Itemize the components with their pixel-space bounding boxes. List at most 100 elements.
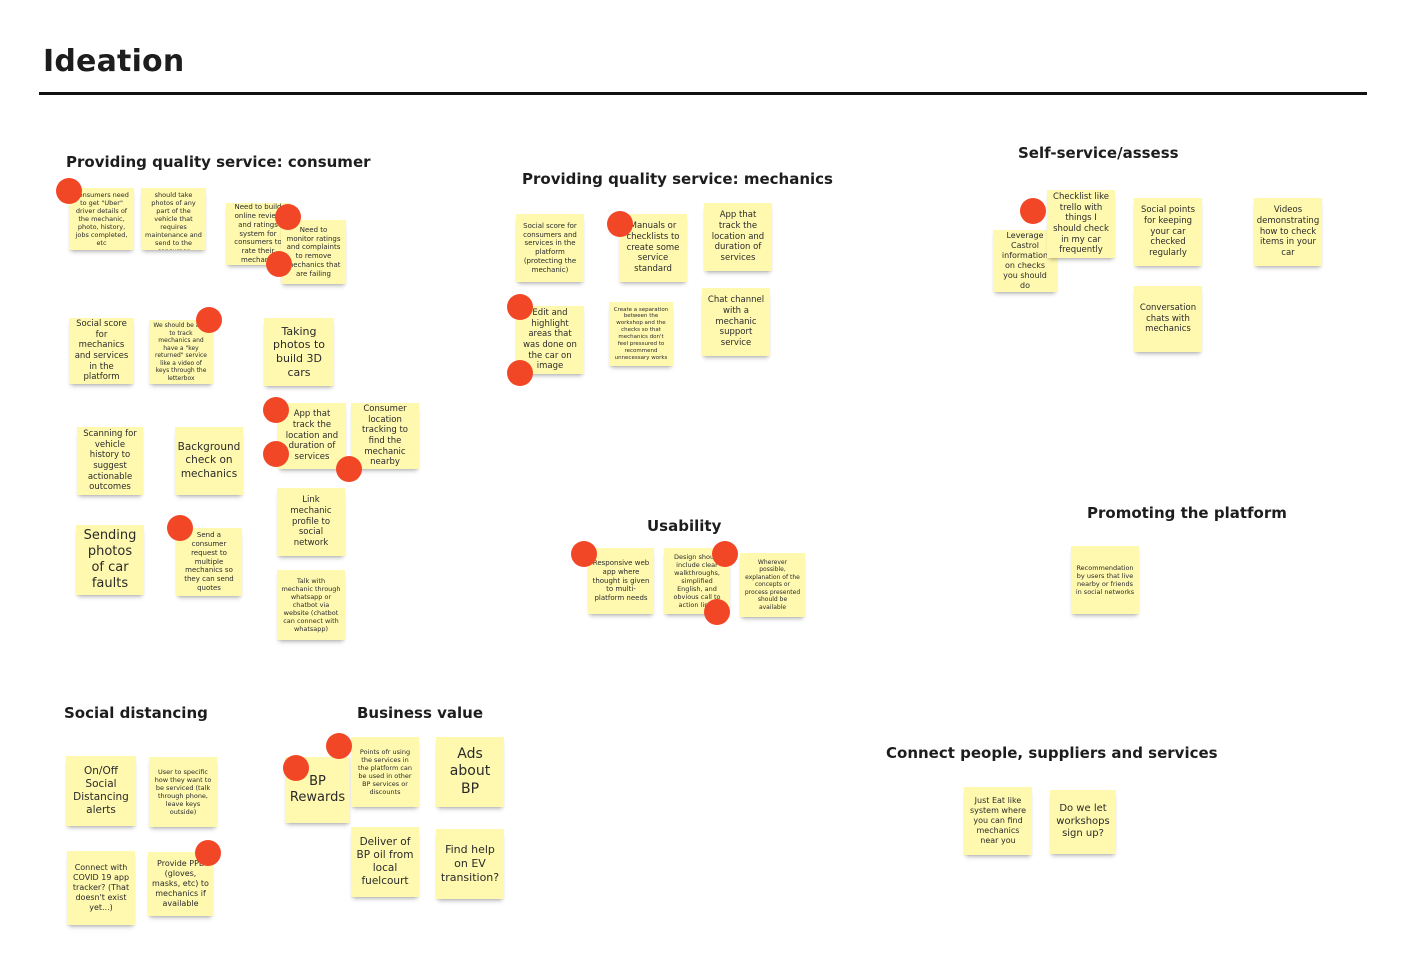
sticky-note[interactable]: Create a separation between the workshop…: [609, 302, 673, 366]
sticky-note[interactable]: Talk with mechanic through whatsapp or c…: [277, 570, 345, 640]
sticky-note-text: BP Rewards: [289, 773, 346, 805]
sticky-note-text: Deliver of BP oil from local fuelcourt: [356, 835, 414, 888]
vote-dot[interactable]: [266, 251, 292, 277]
sticky-note-text: Talk with mechanic through whatsapp or c…: [281, 576, 341, 634]
vote-dot[interactable]: [571, 541, 597, 567]
heading-business-value[interactable]: Business value: [357, 704, 484, 722]
sticky-note[interactable]: Send a consumer request to multiple mech…: [176, 528, 242, 596]
heading-quality-consumer[interactable]: Providing quality service: consumer: [66, 153, 371, 171]
heading-social-distancing[interactable]: Social distancing: [64, 704, 208, 722]
sticky-note-text: Manuals or checklists to create some ser…: [626, 221, 680, 274]
sticky-note-text: Background check on mechanics: [177, 441, 241, 480]
sticky-note-text: Provide PPE (gloves, masks, etc) to mech…: [152, 859, 209, 908]
sticky-note[interactable]: Leverage Castrol information on checks y…: [993, 230, 1057, 292]
sticky-note-text: Need to monitor ratings and complaints t…: [286, 225, 341, 278]
sticky-note-text: Link mechanic profile to social network: [290, 495, 332, 548]
sticky-note-text: Wherever possible, explanation of the co…: [744, 558, 801, 611]
sticky-note-text: Design should include clear walkthroughs…: [673, 552, 721, 610]
sticky-note-text: Need to build online review and ratings …: [234, 203, 282, 264]
sticky-note-text: Responsive web app where thought is give…: [592, 559, 650, 603]
sticky-note[interactable]: Social score for mechanics and services …: [69, 318, 134, 384]
sticky-note[interactable]: Wherever possible, explanation of the co…: [740, 553, 805, 617]
sticky-note[interactable]: App that track the location and duration…: [704, 203, 772, 271]
sticky-note-text: Chat channel with a mechanic support ser…: [707, 295, 765, 348]
sticky-note[interactable]: Conversation chats with mechanics: [1134, 286, 1202, 352]
sticky-note-text: Consumer location tracking to find the m…: [361, 404, 408, 468]
heading-self-service[interactable]: Self-service/assess: [1018, 144, 1179, 162]
sticky-note-text: Mechanics should take photos of any part…: [145, 188, 202, 250]
sticky-note-text: User to specific how they want to be ser…: [154, 767, 212, 817]
sticky-note[interactable]: Social points for keeping your car check…: [1134, 198, 1202, 266]
vote-dot[interactable]: [275, 204, 301, 230]
sticky-note[interactable]: Social score for consumers and services …: [516, 214, 584, 282]
vote-dot[interactable]: [704, 599, 730, 625]
sticky-note-text: Send a consumer request to multiple mech…: [184, 531, 234, 592]
heading-usability[interactable]: Usability: [647, 517, 722, 535]
vote-dot[interactable]: [607, 211, 633, 237]
sticky-note-text: Edit and highlight areas that was done o…: [523, 308, 577, 372]
sticky-note-text: Connect with COVID 19 app tracker? (That…: [72, 863, 130, 912]
sticky-note[interactable]: Ads about BP: [436, 737, 504, 807]
sticky-note[interactable]: Responsive web app where thought is give…: [588, 548, 654, 614]
sticky-note[interactable]: Taking photos to build 3D cars: [264, 318, 334, 386]
sticky-note[interactable]: Points ofr using the services in the pla…: [351, 737, 419, 807]
sticky-note-text: Create a separation between the workshop…: [613, 306, 669, 361]
sticky-note-text: Social points for keeping your car check…: [1140, 205, 1195, 258]
sticky-note-text: Recommendation by users that live nearby…: [1075, 563, 1135, 597]
vote-dot[interactable]: [1020, 198, 1046, 224]
sticky-note[interactable]: App that track the location and duration…: [278, 403, 346, 469]
vote-dot[interactable]: [263, 397, 289, 423]
heading-promoting[interactable]: Promoting the platform: [1087, 504, 1287, 522]
sticky-note-text: Sending photos of car faults: [83, 527, 137, 592]
vote-dot[interactable]: [507, 360, 533, 386]
sticky-note[interactable]: Just Eat like system where you can find …: [964, 787, 1032, 855]
sticky-note[interactable]: Find help on EV transition?: [436, 829, 504, 899]
vote-dot[interactable]: [167, 515, 193, 541]
sticky-note[interactable]: Chat channel with a mechanic support ser…: [702, 288, 770, 356]
sticky-note[interactable]: Videos demonstrating how to check items …: [1254, 198, 1322, 266]
heading-connect-people[interactable]: Connect people, suppliers and services: [886, 744, 1218, 762]
vote-dot[interactable]: [196, 307, 222, 333]
sticky-note[interactable]: Do we let workshops sign up?: [1050, 790, 1116, 854]
vote-dot[interactable]: [507, 294, 533, 320]
sticky-note[interactable]: Link mechanic profile to social network: [277, 488, 345, 556]
sticky-note[interactable]: User to specific how they want to be ser…: [149, 757, 217, 827]
sticky-note[interactable]: Consumers need to get "Uber" driver deta…: [69, 188, 134, 250]
board-title: Ideation: [43, 44, 185, 79]
sticky-note[interactable]: Need to monitor ratings and complaints t…: [281, 220, 346, 284]
vote-dot[interactable]: [195, 840, 221, 866]
sticky-note-text: App that track the location and duration…: [711, 210, 765, 263]
title-divider: [39, 92, 1367, 95]
vote-dot[interactable]: [283, 755, 309, 781]
vote-dot[interactable]: [56, 178, 82, 204]
sticky-note[interactable]: Scanning for vehicle history to suggest …: [77, 427, 143, 495]
sticky-note-text: Find help on EV transition?: [440, 843, 500, 884]
sticky-note[interactable]: Deliver of BP oil from local fuelcourt: [351, 827, 419, 897]
sticky-note[interactable]: Sending photos of car faults: [76, 525, 144, 595]
sticky-note-text: On/Off Social Distancing alerts: [73, 764, 129, 817]
sticky-note[interactable]: Checklist like trello with things I shou…: [1047, 190, 1115, 258]
vote-dot[interactable]: [712, 541, 738, 567]
sticky-note-text: Just Eat like system where you can find …: [969, 796, 1027, 845]
vote-dot[interactable]: [336, 456, 362, 482]
sticky-note-text: Taking photos to build 3D cars: [273, 324, 325, 379]
sticky-note-text: Scanning for vehicle history to suggest …: [83, 429, 137, 493]
sticky-note[interactable]: Connect with COVID 19 app tracker? (That…: [67, 851, 135, 925]
sticky-note-text: Videos demonstrating how to check items …: [1256, 205, 1320, 258]
vote-dot[interactable]: [263, 441, 289, 467]
sticky-note[interactable]: Background check on mechanics: [175, 427, 243, 495]
sticky-note[interactable]: Consumer location tracking to find the m…: [351, 403, 419, 469]
sticky-note-text: Consumers need to get "Uber" driver deta…: [74, 190, 129, 248]
sticky-note[interactable]: Mechanics should take photos of any part…: [141, 188, 206, 250]
heading-quality-mechanics[interactable]: Providing quality service: mechanics: [522, 170, 833, 188]
sticky-note[interactable]: On/Off Social Distancing alerts: [66, 756, 136, 826]
sticky-note[interactable]: Recommendation by users that live nearby…: [1071, 546, 1139, 614]
sticky-note-text: App that track the location and duration…: [285, 409, 339, 462]
sticky-note-text: Leverage Castrol information on checks y…: [1001, 231, 1049, 290]
sticky-note-text: Social score for mechanics and services …: [74, 319, 129, 383]
sticky-note-text: We should be able to track mechanics and…: [153, 322, 209, 382]
sticky-note-text: Checklist like trello with things I shou…: [1053, 192, 1109, 256]
vote-dot[interactable]: [326, 733, 352, 759]
sticky-note-text: Social score for consumers and services …: [523, 221, 577, 274]
